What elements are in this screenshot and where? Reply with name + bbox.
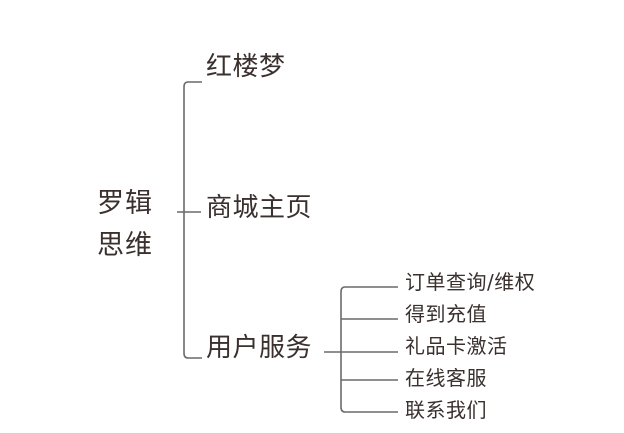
root-node-label-line-1: 罗辑 <box>97 188 153 219</box>
sub-bracket-spine <box>340 286 398 413</box>
leaf-node-lianxi-women: 联系我们 <box>405 398 487 422</box>
leaf-node-zaixian-kefu: 在线客服 <box>405 366 487 390</box>
leaf-node-lipinka-jihuo: 礼品卡激活 <box>405 334 508 358</box>
root-node-label-line-2: 思维 <box>97 229 153 261</box>
leaf-node-dingdan-chaxun: 订单查询/维权 <box>405 270 536 294</box>
branch-node-hongloumeng: 红楼梦 <box>206 52 286 82</box>
leaf-node-dedao-chongzhi: 得到充值 <box>405 302 487 326</box>
branch-node-shangcheng-zhuye: 商城主页 <box>206 193 313 223</box>
branch-node-yonghu-fuwu: 用户服务 <box>206 333 313 363</box>
main-bracket-top-corner <box>183 81 202 359</box>
root-node-label: 罗辑 思维 <box>92 188 158 263</box>
